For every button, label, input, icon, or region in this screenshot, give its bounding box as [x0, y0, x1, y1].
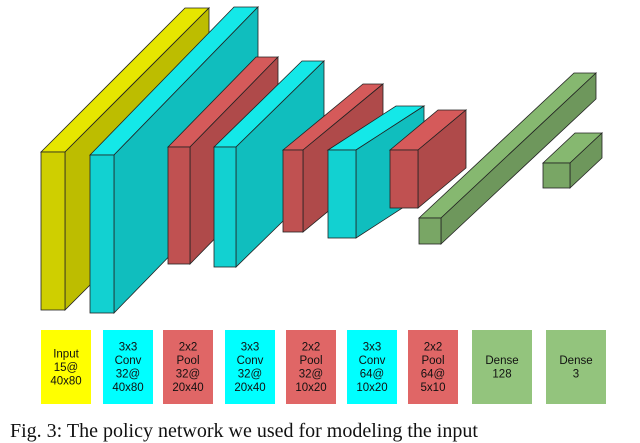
layer-label-line: 20x40	[234, 382, 265, 394]
conv2-layer-block-front-face	[213, 146, 237, 268]
layer-label-box-bg	[472, 330, 532, 404]
layer-label-line: 40x80	[50, 375, 81, 387]
layer-label-line: Pool	[299, 355, 322, 367]
dense1-layer-block-front-face	[418, 217, 442, 245]
layer-label-line: Pool	[176, 355, 199, 367]
layer-label-line: 3x3	[241, 342, 260, 354]
layer-label-line: 3x3	[363, 342, 382, 354]
layer-label-box-bg	[225, 330, 275, 404]
pool3-layer-block	[388, 109, 468, 209]
layer-label-line: 20x40	[172, 382, 203, 394]
layer-label-box-bg	[546, 330, 606, 404]
dense2-layer-block-front-face	[542, 162, 571, 189]
layer-label-line: 5x10	[421, 382, 446, 394]
layer-label-box-bg	[103, 330, 153, 404]
layer-label-line: 128	[492, 369, 511, 381]
conv1-layer-block-front-face	[89, 154, 115, 314]
pool2-layer-block-front-face	[282, 149, 304, 233]
layer-label-box-8: Dense 128	[472, 330, 532, 404]
layer-label-line: 64@	[421, 369, 445, 381]
layer-label-line: Dense	[485, 355, 518, 367]
layer-label-line: Pool	[421, 355, 444, 367]
layer-label-line: 2x2	[302, 342, 321, 354]
layer-label-box-1: Input 15@40x80	[41, 330, 91, 404]
input-layer-block-front-face	[40, 151, 66, 311]
layer-label-line: 64@	[360, 369, 384, 381]
figure-caption: Fig. 3: The policy network we used for m…	[10, 420, 478, 442]
pool1-layer-block-front-face	[167, 146, 191, 265]
layer-label-line: 32@	[116, 369, 140, 381]
layer-label-line: Conv	[115, 355, 142, 367]
layer-label-line: 10x20	[295, 382, 326, 394]
layer-label-line: Conv	[359, 355, 386, 367]
layer-label-line: 32@	[238, 369, 262, 381]
dense1-layer-block	[417, 72, 598, 245]
layer-label-line: Conv	[237, 355, 264, 367]
conv2-layer-block	[213, 60, 325, 268]
conv3-layer-block-front-face	[327, 149, 357, 239]
layer-label-box-bg	[286, 330, 336, 404]
layer-label-line: Dense	[559, 355, 592, 367]
layer-label-line: 32@	[299, 369, 323, 381]
dense2-layer-block	[541, 132, 604, 189]
layer-label-line: Input	[53, 348, 79, 360]
layer-label-line: 3	[573, 369, 579, 381]
layer-label-box-9: Dense 3	[546, 330, 606, 404]
layer-label-box-bg	[408, 330, 458, 404]
layer-label-line: 3x3	[119, 342, 138, 354]
layer-label-line: 2x2	[179, 342, 198, 354]
layer-label-line: 15@	[54, 362, 78, 374]
pool3-layer-block-front-face	[389, 149, 419, 209]
layer-label-box-bg	[41, 330, 91, 404]
layer-label-line: 10x20	[356, 382, 387, 394]
layer-label-line: 2x2	[424, 342, 443, 354]
layer-label-box-bg	[163, 330, 213, 404]
layer-label-line: 40x80	[112, 382, 143, 394]
layer-label-line: 32@	[176, 369, 200, 381]
layer-label-box-bg	[347, 330, 397, 404]
